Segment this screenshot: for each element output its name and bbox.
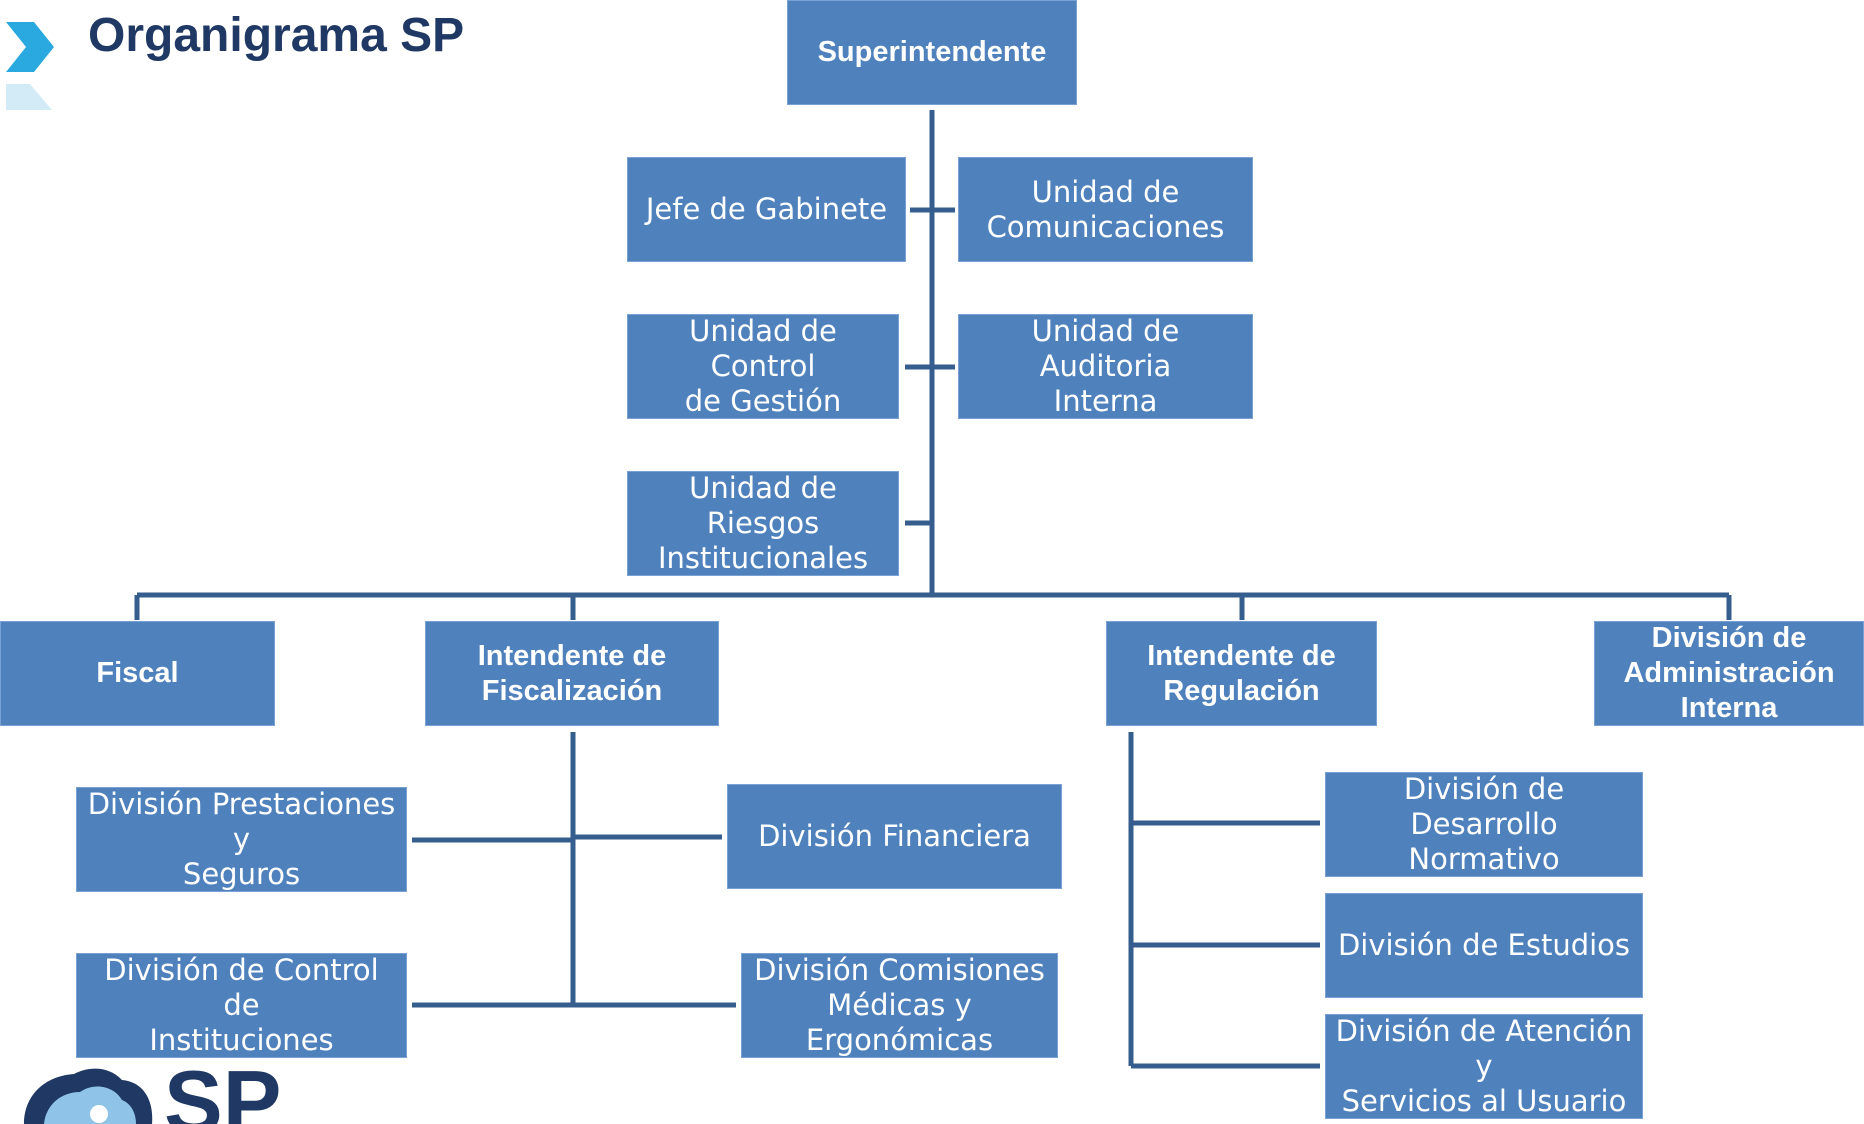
chevron-right-icon [6,22,54,110]
node-division-financiera: División Financiera [727,784,1062,889]
logo-text: SP [164,1056,282,1124]
node-division-desarrollo: División de Desarrollo Normativo [1325,772,1643,877]
sp-logo: SP [14,1056,314,1124]
node-jefe-gabinete: Jefe de Gabinete [627,157,906,262]
node-unidad-control-gestion: Unidad de Control de Gestión [627,314,899,419]
node-division-control-instituciones: División de Control de Instituciones [76,953,407,1058]
node-division-administracion: División de Administración Interna [1594,621,1864,726]
node-unidad-comunicaciones: Unidad de Comunicaciones [958,157,1253,262]
node-division-comisiones: División Comisiones Médicas y Ergonómica… [741,953,1058,1058]
node-division-estudios: División de Estudios [1325,893,1643,998]
page-title: Organigrama SP [88,9,465,62]
node-division-atencion: División de Atención y Servicios al Usua… [1325,1014,1643,1119]
node-unidad-auditoria: Unidad de Auditoria Interna [958,314,1253,419]
node-unidad-riesgos: Unidad de Riesgos Institucionales [627,471,899,576]
logo-emblem-icon [24,1068,153,1124]
node-fiscal: Fiscal [0,621,275,726]
node-superintendente: Superintendente [787,0,1077,105]
node-division-prestaciones: División Prestaciones y Seguros [76,787,407,892]
node-intendente-regulacion: Intendente de Regulación [1106,621,1377,726]
node-intendente-fiscalizacion: Intendente de Fiscalización [425,621,719,726]
